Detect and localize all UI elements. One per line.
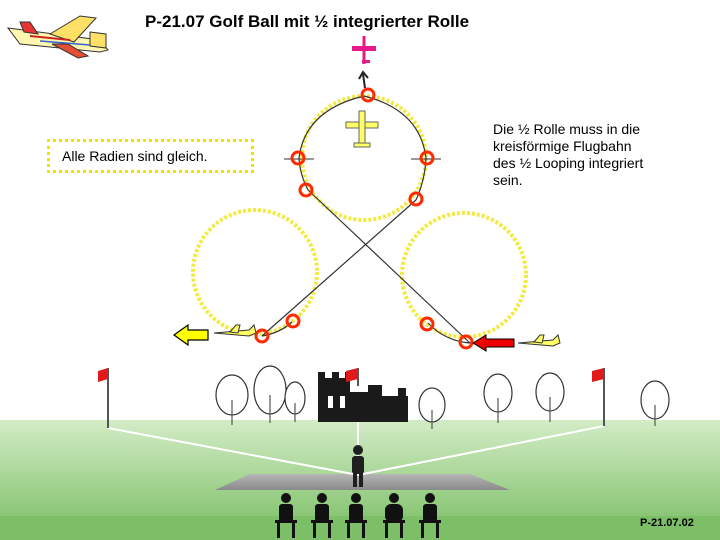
exit-airplane-icon xyxy=(213,324,257,337)
radius-note-text: Alle Radien sind gleich. xyxy=(62,148,208,164)
entry-airplane-icon xyxy=(517,334,561,347)
spectator-area xyxy=(0,516,720,540)
marker-bottom-right-b xyxy=(458,334,474,350)
entry-arrow-icon xyxy=(472,334,515,352)
exit-arrow-icon xyxy=(172,323,209,347)
yellow-airplane-icon xyxy=(345,110,379,148)
flag-icon xyxy=(98,368,605,428)
marker-bottom-right-a xyxy=(419,316,435,332)
marker-mid-left xyxy=(298,182,314,198)
marker-mid-right xyxy=(408,191,424,207)
figure-code: P-21.07.02 xyxy=(640,517,694,529)
magenta-airplane-icon xyxy=(352,36,376,64)
marker-bottom-left-a xyxy=(285,313,301,329)
info-line: sein. xyxy=(493,172,523,188)
marker-bottom-left-b xyxy=(254,328,270,344)
marker-top xyxy=(360,87,376,103)
info-line: des ½ Looping integriert xyxy=(493,155,644,171)
spectator-icon xyxy=(275,493,441,538)
marker-top-right xyxy=(419,150,435,166)
right-loop xyxy=(400,211,528,339)
page-title: P-21.07 Golf Ball mit ½ integrierter Rol… xyxy=(145,12,470,31)
left-loop xyxy=(191,208,319,336)
marker-top-left xyxy=(290,150,306,166)
pilot-icon xyxy=(352,445,364,487)
info-line: Die ½ Rolle muss in die xyxy=(493,121,641,137)
logo-airplane-icon xyxy=(6,15,109,59)
radius-note: Alle Radien sind gleich. xyxy=(47,139,254,173)
castle-icon xyxy=(318,372,408,422)
tree-icon xyxy=(215,365,670,429)
figure-markers xyxy=(254,87,474,350)
info-line: kreisförmige Flugbahn xyxy=(493,138,632,154)
info-text: Die ½ Rolle muss in die kreisförmige Flu… xyxy=(493,121,693,189)
position-ticks xyxy=(217,158,512,344)
